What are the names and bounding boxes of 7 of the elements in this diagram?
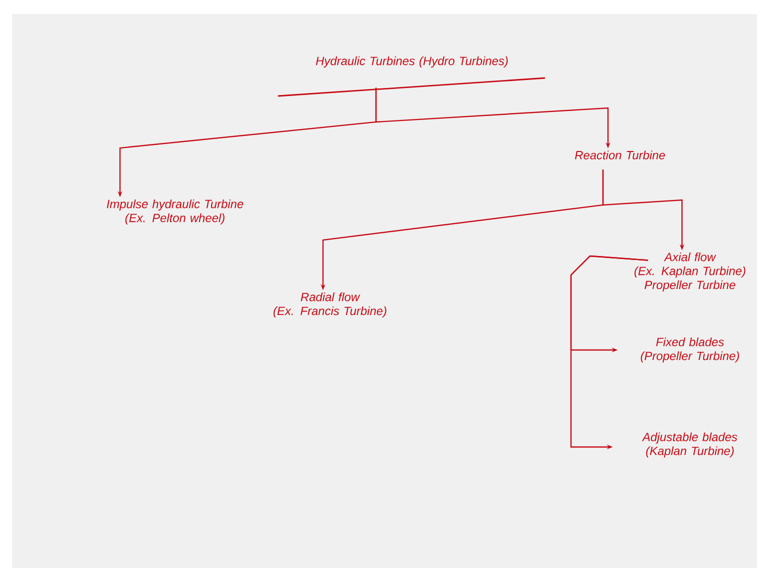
node-label: Hydraulic Turbines (Hydro Turbines) [316, 56, 508, 68]
node-label: Fixed blades (Propeller Turbine) [640, 337, 739, 363]
node-label: Reaction Turbine [574, 150, 665, 160]
node-label: Axial flow (Ex. Kaplan Turbine) Propeller Turbine [634, 252, 746, 292]
node-label: Radial flow (Ex. Francis Turbine) [274, 292, 386, 318]
node-label: Adjustable blades (Kaplan Turbine) [642, 432, 738, 458]
node-label: Impulse hydraulic Turbine (Ex. Pelton wheel) [106, 199, 244, 225]
